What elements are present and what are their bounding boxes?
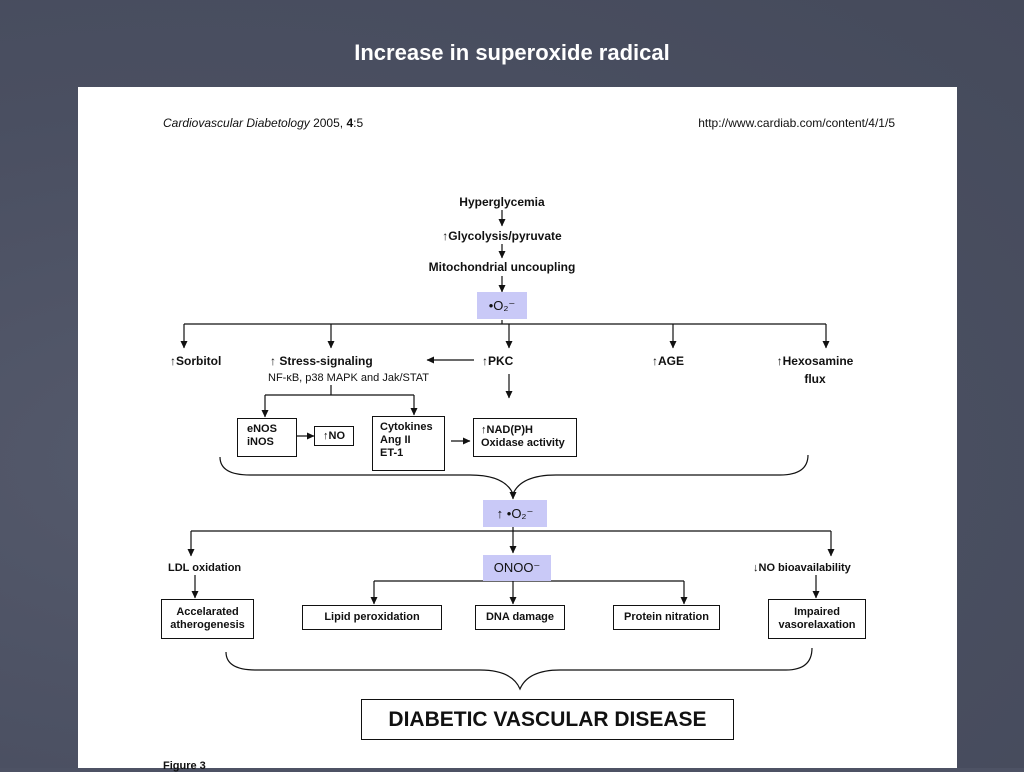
box-no: ↑NO (314, 426, 354, 446)
journal-year: 2005, (309, 116, 347, 130)
label-et-1: ET-1 (380, 447, 404, 459)
box-cytokines: Cytokines Ang II ET-1 (372, 416, 445, 471)
label-stress-detail: NF-κB, p38 MAPK and Jak/STAT (268, 372, 429, 384)
label-protein-nitration: Protein nitration (624, 611, 709, 623)
label-ang-ii: Ang II (380, 434, 411, 446)
label-enos: eNOS (247, 423, 277, 435)
box-lipid-peroxidation: Lipid peroxidation (302, 605, 442, 630)
label-no-bioavailability: ↓NO bioavailability (753, 562, 851, 574)
label-superoxide: •O₂⁻ (488, 297, 516, 313)
label-no: ↑NO (323, 429, 345, 442)
label-pkc: ↑PKC (482, 354, 514, 368)
journal-url[interactable]: http://www.cardiab.com/content/4/1/5 (698, 116, 895, 130)
label-age: ↑AGE (652, 354, 685, 368)
label-superoxide-increase: ↑ •O₂⁻ (496, 505, 534, 521)
figure-caption: Figure 3 (163, 760, 206, 772)
box-dna-damage: DNA damage (475, 605, 565, 630)
label-nadph: ↑NAD(P)H (481, 424, 533, 436)
label-vasorelaxation: vasorelaxation (778, 619, 856, 631)
label-glycolysis: ↑Glycolysis/pyruvate (442, 229, 562, 243)
box-impaired-vasorelaxation: Impaired vasorelaxation (768, 599, 866, 639)
label-hexosamine: ↑Hexosamine (776, 354, 854, 368)
box-enos-inos: eNOS iNOS (237, 418, 297, 457)
box-accelerated-atherogenesis: Accelarated atherogenesis (161, 599, 254, 639)
box-nadph-oxidase: ↑NAD(P)H Oxidase activity (473, 418, 577, 457)
superoxide-increase-highlight: ↑ •O₂⁻ (483, 500, 547, 527)
journal-name: Cardiovascular Diabetology (163, 116, 310, 130)
label-atherogenesis: atherogenesis (170, 619, 245, 631)
journal-volume: 4 (346, 116, 354, 130)
box-protein-nitration: Protein nitration (613, 605, 720, 630)
superoxide-highlight: •O₂⁻ (477, 292, 527, 319)
label-hexosamine-flux: flux (804, 372, 826, 386)
label-dna-damage: DNA damage (485, 611, 555, 623)
label-ldl-oxidation: LDL oxidation (168, 562, 242, 574)
slide-title: Increase in superoxide radical (354, 40, 670, 65)
label-stress-signaling: ↑ Stress-signaling (270, 354, 373, 368)
label-diabetic-vascular-disease: DIABETIC VASCULAR DISEASE (388, 707, 707, 731)
label-cytokines: Cytokines (380, 421, 433, 433)
journal-citation: Cardiovascular Diabetology 2005, 4:5 (163, 116, 363, 130)
brace-2 (225, 647, 813, 691)
label-lipid-peroxidation: Lipid peroxidation (324, 611, 420, 623)
label-inos: iNOS (247, 436, 274, 448)
onoo-highlight: ONOO⁻ (483, 555, 551, 581)
journal-page: :5 (353, 116, 364, 130)
label-mitochondrial-uncoupling: Mitochondrial uncoupling (428, 260, 576, 274)
label-onoo: ONOO⁻ (493, 560, 541, 575)
label-oxidase-activity: Oxidase activity (481, 437, 565, 449)
label-hyperglycemia: Hyperglycemia (459, 195, 545, 209)
label-sorbitol: ↑Sorbitol (170, 354, 222, 368)
label-accelarated: Accelarated (176, 606, 239, 618)
box-diabetic-vascular-disease: DIABETIC VASCULAR DISEASE (361, 699, 734, 740)
brace-1 (219, 454, 809, 496)
label-impaired: Impaired (794, 606, 840, 618)
